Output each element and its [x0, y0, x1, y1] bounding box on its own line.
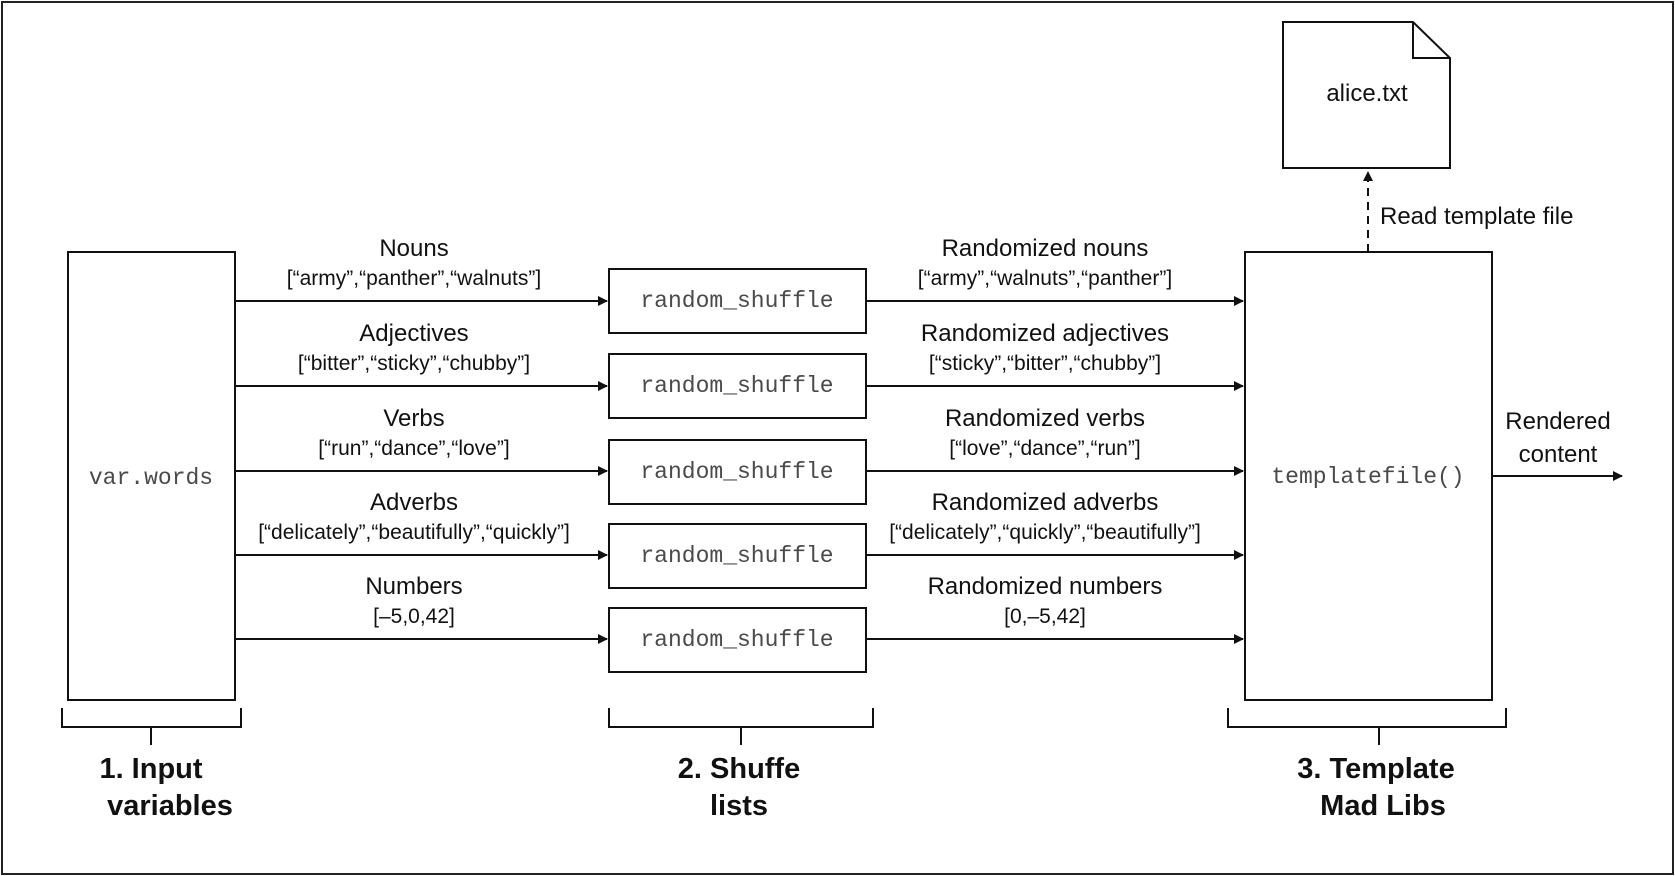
stage-template-line1: 3. Template: [1297, 753, 1454, 785]
input-values: [“run”,“dance”,“love”]: [318, 437, 509, 460]
shuffle-box-5: random_shuffle: [608, 607, 867, 673]
shuffle-box-1: random_shuffle: [608, 268, 867, 334]
input-title: Adverbs: [370, 489, 458, 516]
template-box-label: templatefile(): [1271, 464, 1464, 490]
output-values: [“love”,“dance”,“run”]: [949, 437, 1140, 460]
stage-shuffle-line1: 2. Shuffe: [678, 753, 800, 785]
shuffle-box-2: random_shuffle: [608, 353, 867, 419]
shuffle-box-4: random_shuffle: [608, 523, 867, 589]
output-values: [“army”,“walnuts”,“panther”]: [918, 267, 1172, 290]
output-title: Randomized adjectives: [921, 320, 1169, 347]
input-box-label: var.words: [89, 465, 213, 491]
input-title: Adjectives: [359, 320, 468, 347]
output-label-line1: Rendered: [1505, 408, 1610, 435]
row-adjectives: Adjectives [“bitter”,“sticky”,“chubby”] …: [235, 320, 1244, 391]
input-values: [“delicately”,“beautifully”,“quickly”]: [258, 521, 570, 544]
input-title: Numbers: [365, 573, 462, 600]
read-template-label: Read template file: [1380, 203, 1573, 230]
output-values: [0,–5,42]: [1004, 605, 1086, 628]
input-title: Verbs: [383, 405, 444, 432]
shuffle-label: random_shuffle: [640, 543, 833, 569]
stage-input-line2: variables: [107, 790, 233, 822]
input-values: [“army”,“panther”,“walnuts”]: [287, 267, 541, 290]
shuffle-label: random_shuffle: [640, 627, 833, 653]
stage-shuffle-line2: lists: [710, 790, 768, 822]
row-adverbs: Adverbs [“delicately”,“beautifully”,“qui…: [235, 489, 1244, 560]
shuffle-label: random_shuffle: [640, 288, 833, 314]
output-values: [“sticky”,“bitter”,“chubby”]: [929, 352, 1161, 375]
stage-input-line1: 1. Input: [99, 753, 202, 785]
stage-bracket-template: [1227, 708, 1507, 745]
row-verbs: Verbs [“run”,“dance”,“love”] Randomized …: [235, 405, 1244, 476]
file-name: alice.txt: [1326, 80, 1408, 107]
output-values: [“delicately”,“quickly”,“beautifully”]: [889, 521, 1201, 544]
shuffle-label: random_shuffle: [640, 459, 833, 485]
file-icon: [1282, 21, 1451, 169]
output-title: Randomized adverbs: [932, 489, 1159, 516]
input-title: Nouns: [379, 235, 448, 262]
input-values: [“bitter”,“sticky”,“chubby”]: [298, 352, 530, 375]
shuffle-label: random_shuffle: [640, 373, 833, 399]
stage-bracket-shuffle: [608, 708, 874, 745]
output-label-line2: content: [1519, 441, 1598, 468]
output-title: Randomized nouns: [942, 235, 1149, 262]
output-title: Randomized numbers: [928, 573, 1163, 600]
stage-template-line2: Mad Libs: [1320, 790, 1446, 822]
output-title: Randomized verbs: [945, 405, 1145, 432]
input-values: [–5,0,42]: [373, 605, 455, 628]
stage-bracket-input: [61, 708, 242, 745]
row-nouns: Nouns [“army”,“panther”,“walnuts”] Rando…: [235, 235, 1244, 306]
shuffle-box-3: random_shuffle: [608, 439, 867, 505]
input-variables-box: [67, 251, 236, 701]
row-numbers: Numbers [–5,0,42] Randomized numbers [0,…: [235, 573, 1244, 644]
template-box: [1244, 251, 1493, 701]
